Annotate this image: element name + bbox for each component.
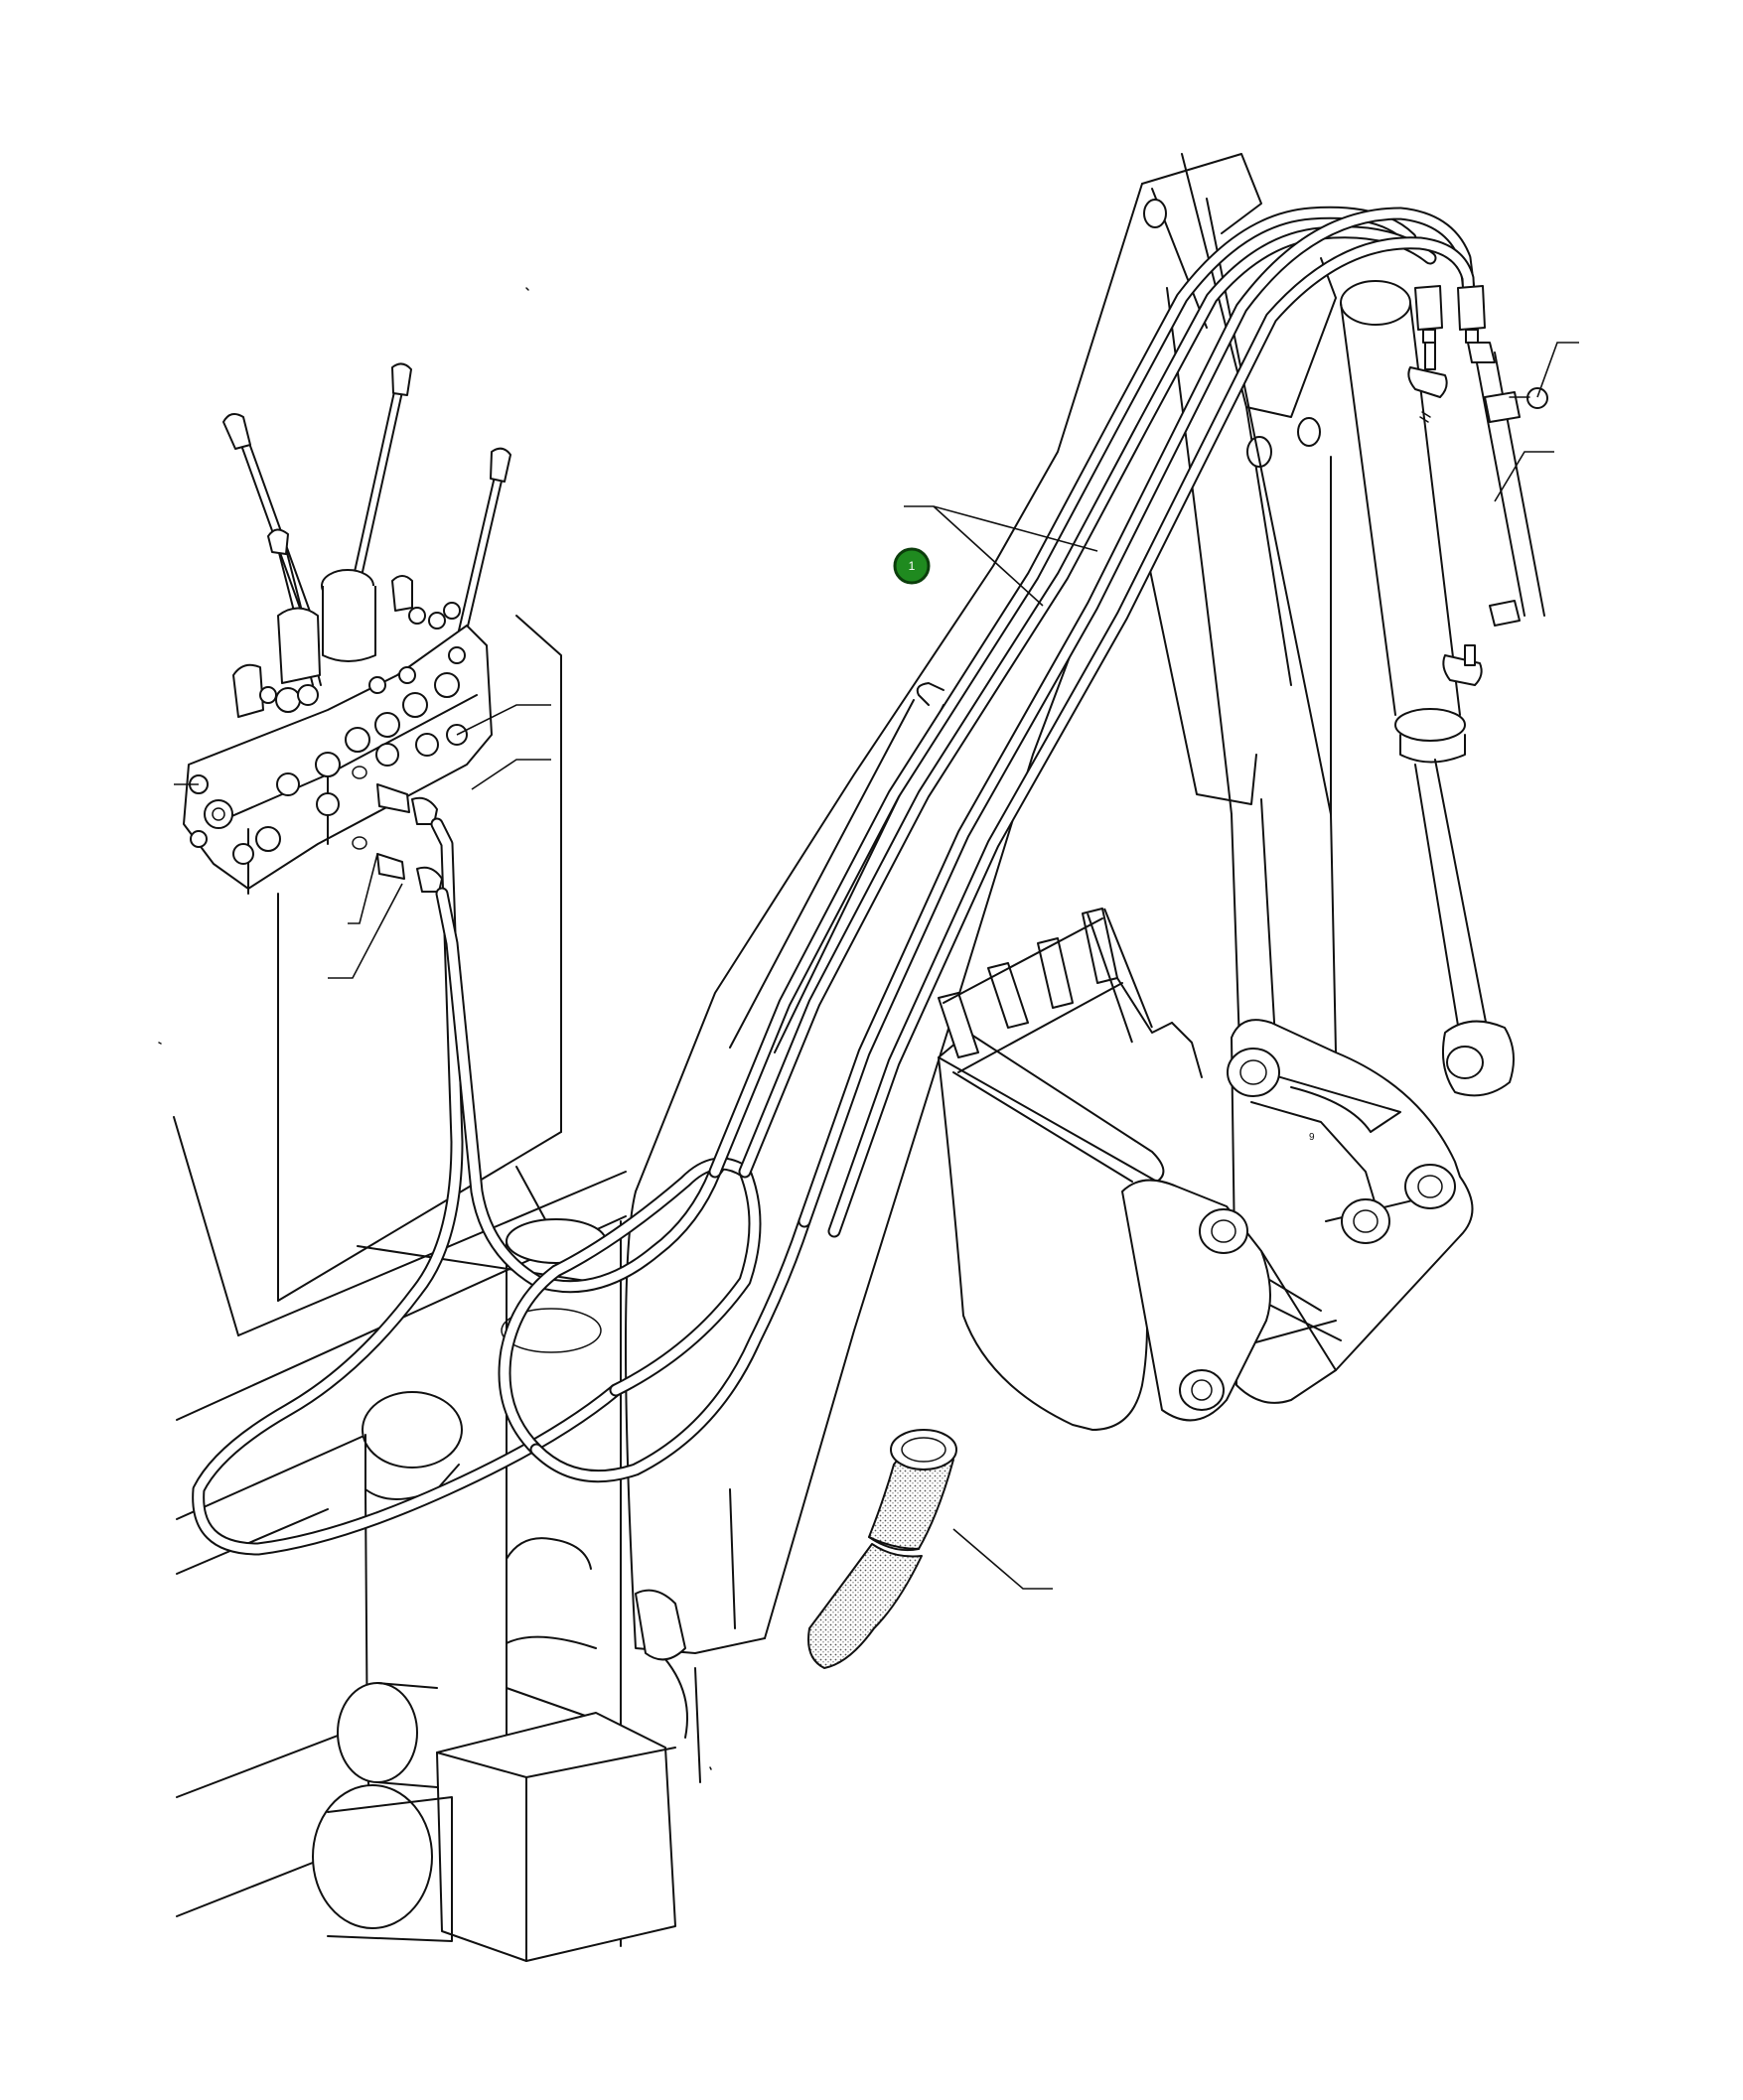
small-mark-text: 9 — [1309, 1132, 1315, 1143]
callout-badge-1-label: 1 — [909, 559, 916, 573]
callout-badge-1[interactable]: 1 — [893, 547, 931, 585]
control-valve — [183, 362, 511, 893]
swing-post — [312, 1218, 712, 1962]
dipper-cylinder — [1340, 280, 1548, 1097]
boom — [625, 153, 1362, 1661]
leader-lines — [174, 342, 1579, 1590]
bucket — [938, 908, 1271, 1431]
hose-sleeve — [807, 1429, 957, 1669]
hydraulic-hoses — [192, 206, 1486, 1556]
chassis-outline — [158, 287, 627, 1917]
bucket-linkage: 9 — [1161, 1019, 1474, 1404]
